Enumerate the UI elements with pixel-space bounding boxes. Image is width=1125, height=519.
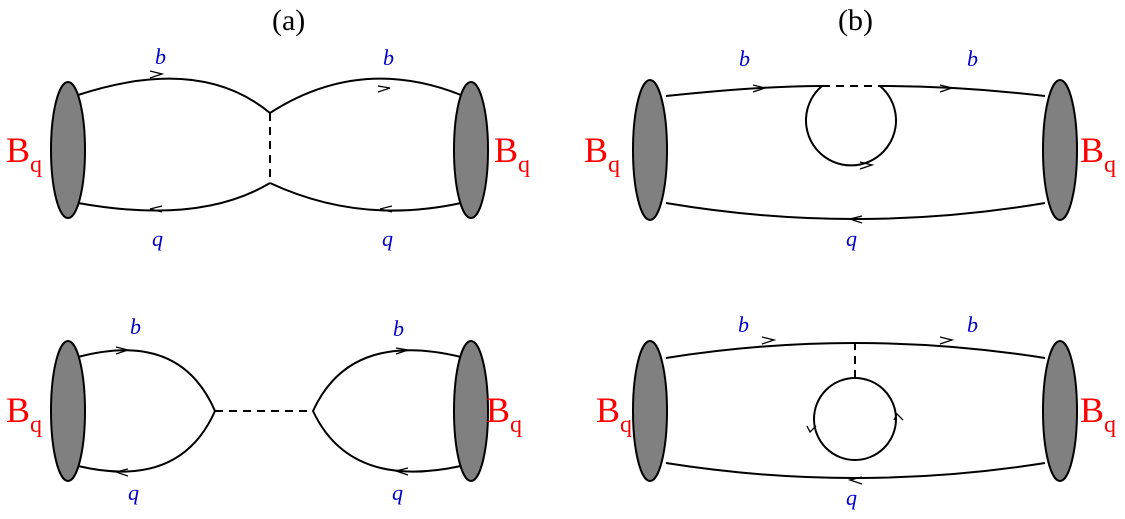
arrow-icon bbox=[859, 161, 875, 170]
meson-subscript: q bbox=[1104, 152, 1116, 178]
quark-label-q: q bbox=[846, 485, 857, 510]
quark-label-b: b bbox=[130, 314, 141, 339]
q-quark-line-right bbox=[269, 182, 462, 212]
quark-label-b: b bbox=[155, 44, 166, 69]
q-quark-line bbox=[665, 462, 1046, 479]
diagram-a-top: b b q q Bq Bq bbox=[6, 44, 530, 251]
arrow-icon bbox=[939, 336, 955, 345]
meson-letter: B bbox=[6, 130, 30, 170]
meson-letter: B bbox=[584, 130, 608, 170]
meson-label-right: Bq bbox=[494, 130, 530, 178]
meson-blob-right bbox=[453, 340, 489, 482]
meson-blob-left bbox=[50, 81, 86, 219]
quark-label-b: b bbox=[738, 312, 749, 337]
meson-blob-left bbox=[50, 340, 86, 482]
quark-loop bbox=[805, 85, 897, 167]
arrow-icon bbox=[395, 347, 409, 355]
arrow-icon bbox=[847, 215, 863, 224]
quark-label-b: b bbox=[393, 316, 404, 341]
meson-blob-right bbox=[453, 81, 489, 219]
arrow-icon bbox=[149, 70, 165, 79]
b-quark-line-right bbox=[879, 85, 1046, 97]
diagram-b-bottom: b b q Bq Bq bbox=[596, 312, 1116, 510]
arrow-icon bbox=[893, 412, 904, 421]
quark-label-q: q bbox=[392, 480, 403, 505]
arrow-icon bbox=[939, 84, 955, 93]
meson-letter: B bbox=[1080, 390, 1104, 430]
arrow-icon bbox=[806, 425, 817, 434]
meson-label-left: Bq bbox=[6, 130, 42, 178]
b-quark-line-left bbox=[665, 85, 823, 97]
meson-subscript: q bbox=[608, 152, 620, 178]
quark-loop bbox=[813, 377, 897, 461]
quark-label-q: q bbox=[382, 226, 393, 251]
q-quark-line bbox=[665, 202, 1046, 220]
meson-subscript: q bbox=[1104, 412, 1116, 438]
meson-blob-left bbox=[632, 340, 668, 482]
meson-label-right: Bq bbox=[486, 390, 522, 438]
b-quark-line-left bbox=[77, 77, 271, 114]
meson-letter: B bbox=[1080, 130, 1104, 170]
meson-subscript: q bbox=[620, 412, 632, 438]
meson-letter: B bbox=[596, 390, 620, 430]
quark-label-q: q bbox=[152, 226, 163, 251]
quark-loop-left bbox=[77, 349, 217, 473]
meson-letter: B bbox=[6, 390, 30, 430]
meson-subscript: q bbox=[30, 412, 42, 438]
arrow-icon bbox=[752, 84, 768, 93]
arrow-icon bbox=[377, 85, 391, 93]
meson-label-right: Bq bbox=[1080, 390, 1116, 438]
meson-label-left: Bq bbox=[596, 390, 632, 438]
arrow-icon bbox=[847, 476, 863, 485]
arrow-icon bbox=[149, 205, 163, 213]
meson-label-left: Bq bbox=[6, 390, 42, 438]
meson-blob-right bbox=[1042, 340, 1078, 482]
quark-loop-right bbox=[311, 349, 462, 473]
panel-label-a: (a) bbox=[272, 4, 305, 37]
quark-label-b: b bbox=[739, 46, 750, 71]
meson-subscript: q bbox=[518, 152, 530, 178]
arrow-icon bbox=[113, 468, 129, 477]
meson-letter: B bbox=[486, 390, 510, 430]
meson-label-left: Bq bbox=[584, 130, 620, 178]
quark-label-q: q bbox=[128, 480, 139, 505]
arrow-icon bbox=[393, 467, 409, 476]
panel-label-b: (b) bbox=[838, 4, 873, 37]
q-quark-line-left bbox=[77, 182, 271, 212]
meson-blob-left bbox=[632, 79, 668, 221]
quark-label-b: b bbox=[967, 312, 978, 337]
diagram-a-bottom: b b q q Bq Bq bbox=[6, 314, 522, 505]
meson-label-right: Bq bbox=[1080, 130, 1116, 178]
arrow-icon bbox=[379, 205, 393, 213]
meson-letter: B bbox=[494, 130, 518, 170]
quark-label-q: q bbox=[846, 226, 857, 251]
meson-subscript: q bbox=[30, 152, 42, 178]
meson-blob-right bbox=[1042, 79, 1078, 221]
quark-label-b: b bbox=[967, 46, 978, 71]
arrow-icon bbox=[761, 336, 777, 345]
quark-label-b: b bbox=[383, 45, 394, 70]
diagram-b-top: b b q Bq Bq bbox=[584, 46, 1116, 251]
meson-subscript: q bbox=[510, 412, 522, 438]
arrow-icon bbox=[115, 346, 131, 355]
b-quark-line-right bbox=[269, 77, 462, 114]
